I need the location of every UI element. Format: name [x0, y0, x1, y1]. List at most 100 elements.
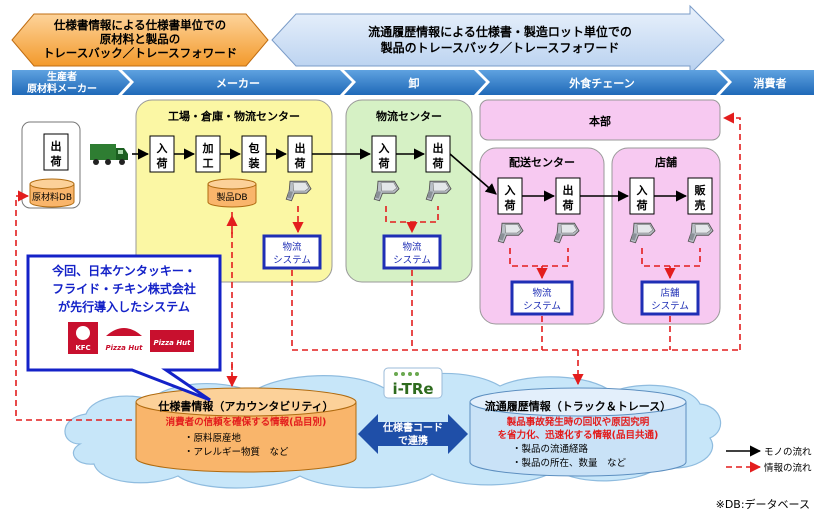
- svg-text:出: 出: [295, 141, 306, 155]
- spec-banner: 仕様書情報による仕様書単位での 原材料と製品の トレースバック／トレースフォワー…: [11, 13, 269, 67]
- svg-text:Pizza Hut: Pizza Hut: [153, 339, 191, 347]
- svg-text:物流: 物流: [402, 241, 422, 253]
- svg-text:売: 売: [695, 198, 706, 212]
- svg-text:入: 入: [637, 184, 648, 197]
- svg-text:出: 出: [51, 139, 62, 153]
- svg-text:入: 入: [379, 142, 390, 155]
- itre-logo-text: i-TRe: [392, 380, 433, 398]
- svg-text:出: 出: [433, 141, 444, 155]
- truck-icon: [90, 144, 128, 165]
- itre-logo: i-TRe: [383, 367, 443, 399]
- stage-wholesale: 卸: [409, 76, 420, 90]
- producer-ship-box: 出 荷: [43, 133, 69, 171]
- svg-text:工: 工: [203, 157, 214, 170]
- dist-info-db: 流通履歴情報（トラック＆トレース） 製品事故発生時の回収や原因究明 を省力化、迅…: [469, 387, 687, 477]
- svg-text:荷: 荷: [636, 198, 648, 212]
- dc-label: 物流センター: [376, 109, 442, 123]
- delivery-ship-box: 出 荷: [555, 177, 581, 215]
- spec-info-red: 消費者の信頼を確保する情報(品目別): [166, 416, 327, 428]
- spec-code-link: 仕様書コード で連携: [358, 414, 468, 454]
- store-label: 店舗: [655, 155, 677, 169]
- pizza-hut-logo: Pizza Hut: [150, 330, 194, 352]
- spec-banner-line3: トレースバック／トレースフォワード: [43, 46, 237, 60]
- svg-text:入: 入: [505, 184, 516, 197]
- link-line1: 仕様書コード: [382, 421, 443, 434]
- dist-banner: 流通履歴情報による仕様書・製造ロット単位での 製品のトレースバック／トレースフォ…: [271, 4, 725, 76]
- svg-text:販: 販: [695, 183, 707, 197]
- store-receive-box: 入 荷: [629, 177, 655, 215]
- svg-text:荷: 荷: [156, 156, 168, 170]
- svg-text:出: 出: [563, 183, 574, 197]
- callout-bubble: 今回、日本ケンタッキー・ フライド・チキン株式会社 が先行導入したシステム KF…: [26, 254, 222, 402]
- factory-ship-box: 出 荷: [287, 135, 313, 173]
- svg-text:荷: 荷: [562, 198, 574, 212]
- callout-line1: 今回、日本ケンタッキー・: [51, 263, 196, 278]
- svg-text:荷: 荷: [432, 156, 444, 170]
- dc-ship-box: 出 荷: [425, 135, 451, 173]
- hq-box: [479, 99, 721, 141]
- svg-text:装: 装: [248, 156, 260, 170]
- svg-text:KFC: KFC: [75, 344, 90, 352]
- spec-info-title: 仕様書情報（アカウンタビリティ）: [157, 399, 333, 413]
- footnote: ※DB:データベース: [716, 497, 810, 511]
- dist-info-title: 流通履歴情報（トラック＆トレース）: [485, 399, 671, 413]
- spec-banner-line2: 原材料と製品の: [100, 32, 181, 46]
- svg-text:荷: 荷: [294, 156, 306, 170]
- delivery-logistics-system: 物流 システム: [510, 280, 574, 316]
- raw-material-db: 原材料DB: [29, 178, 75, 208]
- dist-info-red2: を省力化、迅速化する情報(品目共通): [498, 429, 659, 441]
- callout-line2: フライド・チキン株式会社: [52, 281, 196, 296]
- dist-banner-line1: 流通履歴情報による仕様書・製造ロット単位での: [368, 24, 632, 39]
- factory-receive-box: 入 荷: [149, 135, 175, 173]
- factory-process-box: 加 工: [195, 135, 221, 173]
- raw-db-label: 原材料DB: [32, 191, 72, 203]
- product-db-label: 製品DB: [216, 191, 247, 203]
- svg-text:加: 加: [202, 141, 214, 155]
- svg-text:システム: システム: [273, 255, 311, 266]
- delivery-label: 配送センター: [509, 155, 575, 169]
- stage-producer-line2: 原材料メーカー: [27, 82, 97, 95]
- product-db: 製品DB: [207, 178, 257, 208]
- svg-text:店舗: 店舗: [660, 287, 680, 299]
- spec-banner-line1: 仕様書情報による仕様書単位での: [53, 18, 226, 32]
- stage-food-chain: 外食チェーン: [568, 76, 634, 90]
- dist-info-item: ・製品の流通経路: [512, 443, 589, 455]
- dc-logistics-system: 物流 システム: [382, 234, 442, 270]
- dist-info-item: ・製品の所在、数量 など: [512, 457, 627, 469]
- legend-goods: モノの流れ: [764, 446, 812, 458]
- kfc-logo: KFC: [68, 322, 98, 354]
- stage-producer-line1: 生産者: [47, 70, 77, 83]
- svg-text:荷: 荷: [378, 156, 390, 170]
- svg-text:Pizza Hut: Pizza Hut: [105, 344, 143, 352]
- stage-bar: 生産者 原材料メーカー メーカー 卸 外食チェーン 消費者: [12, 70, 814, 95]
- delivery-receive-box: 入 荷: [497, 177, 523, 215]
- goods-flow-arrows: [132, 148, 688, 202]
- svg-text:包: 包: [248, 141, 260, 155]
- dist-banner-line2: 製品のトレースバック／トレースフォワード: [380, 40, 620, 55]
- spec-info-item: ・原料原産地: [184, 432, 242, 444]
- svg-text:システム: システム: [393, 255, 431, 266]
- hq-label: 本部: [589, 114, 611, 128]
- svg-text:荷: 荷: [504, 198, 516, 212]
- legend-info: 情報の流れ: [764, 462, 812, 474]
- legend: モノの流れ 情報の流れ: [726, 445, 812, 474]
- link-line2: で連携: [398, 434, 428, 447]
- store-sell-box: 販 売: [687, 177, 713, 215]
- info-flow-arrows: [15, 112, 741, 421]
- svg-text:入: 入: [157, 142, 168, 155]
- callout-line3: が先行導入したシステム: [58, 299, 190, 314]
- spec-info-db: 仕様書情報（アカウンタビリティ） 消費者の信頼を確保する情報(品目別) ・原料原…: [135, 387, 357, 473]
- factory-logistics-system: 物流 システム: [262, 234, 322, 270]
- svg-text:物流: 物流: [282, 241, 302, 253]
- pizza-hut-logo: Pizza Hut: [105, 328, 143, 352]
- stage-maker: メーカー: [216, 77, 260, 90]
- dc-receive-box: 入 荷: [371, 135, 397, 173]
- spec-info-item: ・アレルギー物質 など: [184, 446, 289, 458]
- dist-info-red1: 製品事故発生時の回収や原因究明: [506, 416, 650, 428]
- svg-text:システム: システム: [651, 301, 689, 312]
- factory-label: 工場・倉庫・物流センター: [168, 109, 300, 123]
- stage-consumer: 消費者: [754, 76, 787, 90]
- svg-text:システム: システム: [523, 301, 561, 312]
